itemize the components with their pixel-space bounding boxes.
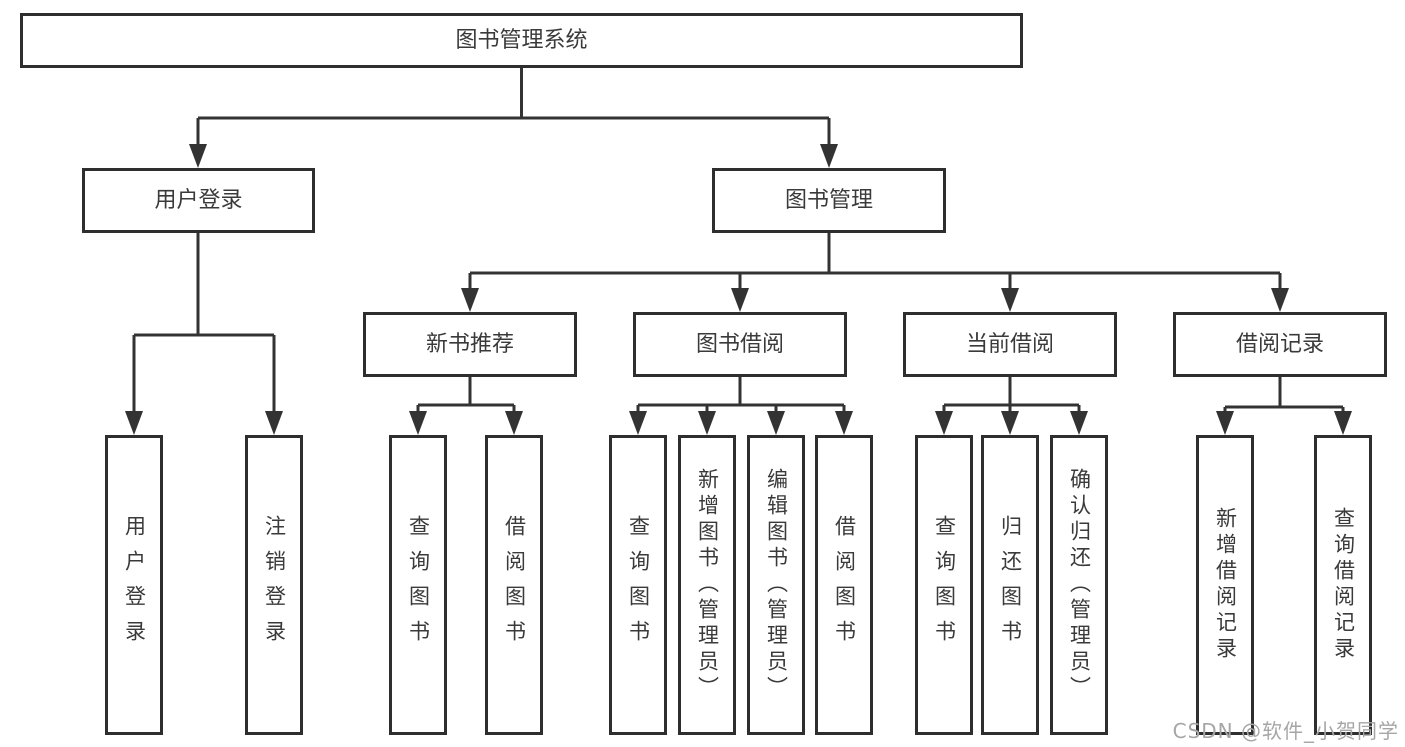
connector-current-borrow-group <box>942 377 1081 413</box>
leaf-borrow-edit-books-admin: 编辑图书（管理员） <box>747 435 805 735</box>
node-root: 图书管理系统 <box>20 13 1023 68</box>
leaf-current-query-books: 查询图书 <box>915 435 973 735</box>
leaf-borrow-add-books-admin: 新增图书（管理员） <box>678 435 736 735</box>
node-book-borrow: 图书借阅 <box>633 312 847 377</box>
leaf-current-return-books: 归还图书 <box>981 435 1039 735</box>
connector-borrow-records-group <box>1223 377 1345 413</box>
leaf-newbooks-borrow-books: 借阅图书 <box>485 435 543 735</box>
connector-root-to-level2 <box>196 68 831 146</box>
node-user-login: 用户登录 <box>82 168 315 233</box>
node-book-management: 图书管理 <box>712 168 946 233</box>
leaf-borrow-query-books: 查询图书 <box>609 435 667 735</box>
node-current-borrow: 当前借阅 <box>903 312 1117 377</box>
leaf-current-confirm-return-admin: 确认归还（管理员） <box>1050 435 1108 735</box>
watermark: CSDN @软件_小贺同学 <box>1172 719 1399 743</box>
arrowheads <box>125 144 1352 435</box>
connector-new-book-group <box>416 377 516 413</box>
connector-user-login-group <box>132 233 276 413</box>
leaf-newbooks-query-books: 查询图书 <box>389 435 447 735</box>
leaf-logout: 注销登录 <box>245 435 303 735</box>
leaf-user-login: 用户登录 <box>105 435 163 735</box>
leaf-borrow-borrow-books: 借阅图书 <box>815 435 873 735</box>
connector-book-management-group <box>468 233 1282 290</box>
leaf-records-add-record: 新增借阅记录 <box>1196 435 1254 735</box>
node-borrow-records: 借阅记录 <box>1173 312 1387 377</box>
node-new-book-recommend: 新书推荐 <box>363 312 577 377</box>
connector-book-borrow-group <box>636 377 846 413</box>
leaf-records-query-record: 查询借阅记录 <box>1314 435 1372 735</box>
